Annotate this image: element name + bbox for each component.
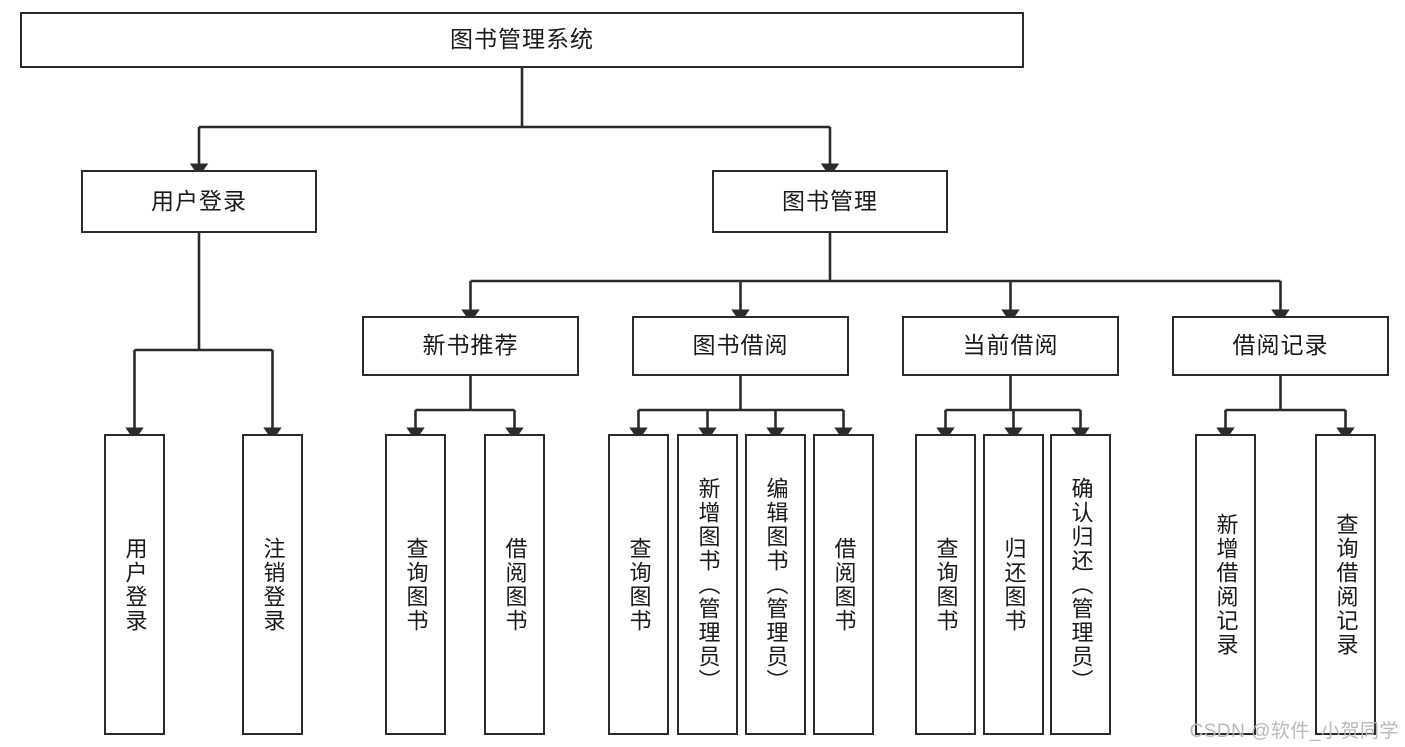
node-label: 图书管理 [782, 187, 878, 214]
node-leaf-query-book-1[interactable]: 查询图书 [385, 434, 446, 735]
node-leaf-query-book-2[interactable]: 查询图书 [608, 434, 669, 735]
node-label: 注销登录 [260, 536, 286, 633]
node-label: 确认归还（管理员） [1068, 476, 1094, 693]
node-leaf-query-record[interactable]: 查询借阅记录 [1315, 434, 1376, 735]
node-leaf-edit-book[interactable]: 编辑图书（管理员） [745, 434, 806, 735]
node-leaf-add-record[interactable]: 新增借阅记录 [1195, 434, 1256, 735]
node-label: 归还图书 [1001, 536, 1027, 633]
node-current-borrow[interactable]: 当前借阅 [902, 316, 1119, 376]
node-label: 编辑图书（管理员） [763, 476, 789, 693]
node-label: 新增图书（管理员） [695, 476, 721, 693]
node-leaf-user-login[interactable]: 用户登录 [104, 434, 165, 735]
node-label: 用户登录 [122, 536, 148, 633]
node-leaf-borrow-book-1[interactable]: 借阅图书 [484, 434, 545, 735]
node-leaf-add-book[interactable]: 新增图书（管理员） [677, 434, 738, 735]
node-label: 图书管理系统 [450, 26, 594, 53]
node-label: 查询图书 [933, 536, 959, 633]
node-label: 新书推荐 [422, 332, 519, 359]
node-label: 查询借阅记录 [1333, 512, 1359, 657]
node-book-manage[interactable]: 图书管理 [712, 170, 948, 233]
node-label: 用户登录 [151, 187, 247, 214]
node-leaf-query-book-3[interactable]: 查询图书 [915, 434, 976, 735]
node-label: 当前借阅 [962, 332, 1059, 359]
node-root[interactable]: 图书管理系统 [20, 12, 1024, 68]
node-new-book-recommend[interactable]: 新书推荐 [362, 316, 579, 376]
node-leaf-borrow-book-2[interactable]: 借阅图书 [813, 434, 874, 735]
node-book-borrow[interactable]: 图书借阅 [632, 316, 849, 376]
node-label: 借阅记录 [1232, 332, 1329, 359]
node-label: 借阅图书 [502, 536, 528, 633]
node-borrow-record[interactable]: 借阅记录 [1172, 316, 1389, 376]
node-label: 图书借阅 [692, 332, 789, 359]
node-leaf-confirm-return[interactable]: 确认归还（管理员） [1050, 434, 1111, 735]
node-leaf-return-book[interactable]: 归还图书 [983, 434, 1044, 735]
node-leaf-logout[interactable]: 注销登录 [242, 434, 303, 735]
node-label: 新增借阅记录 [1213, 512, 1239, 657]
node-user-login[interactable]: 用户登录 [81, 170, 317, 233]
node-label: 借阅图书 [831, 536, 857, 633]
watermark: CSDN @软件_小贺同学 [1189, 721, 1399, 742]
node-label: 查询图书 [403, 536, 429, 633]
node-label: 查询图书 [626, 536, 652, 633]
